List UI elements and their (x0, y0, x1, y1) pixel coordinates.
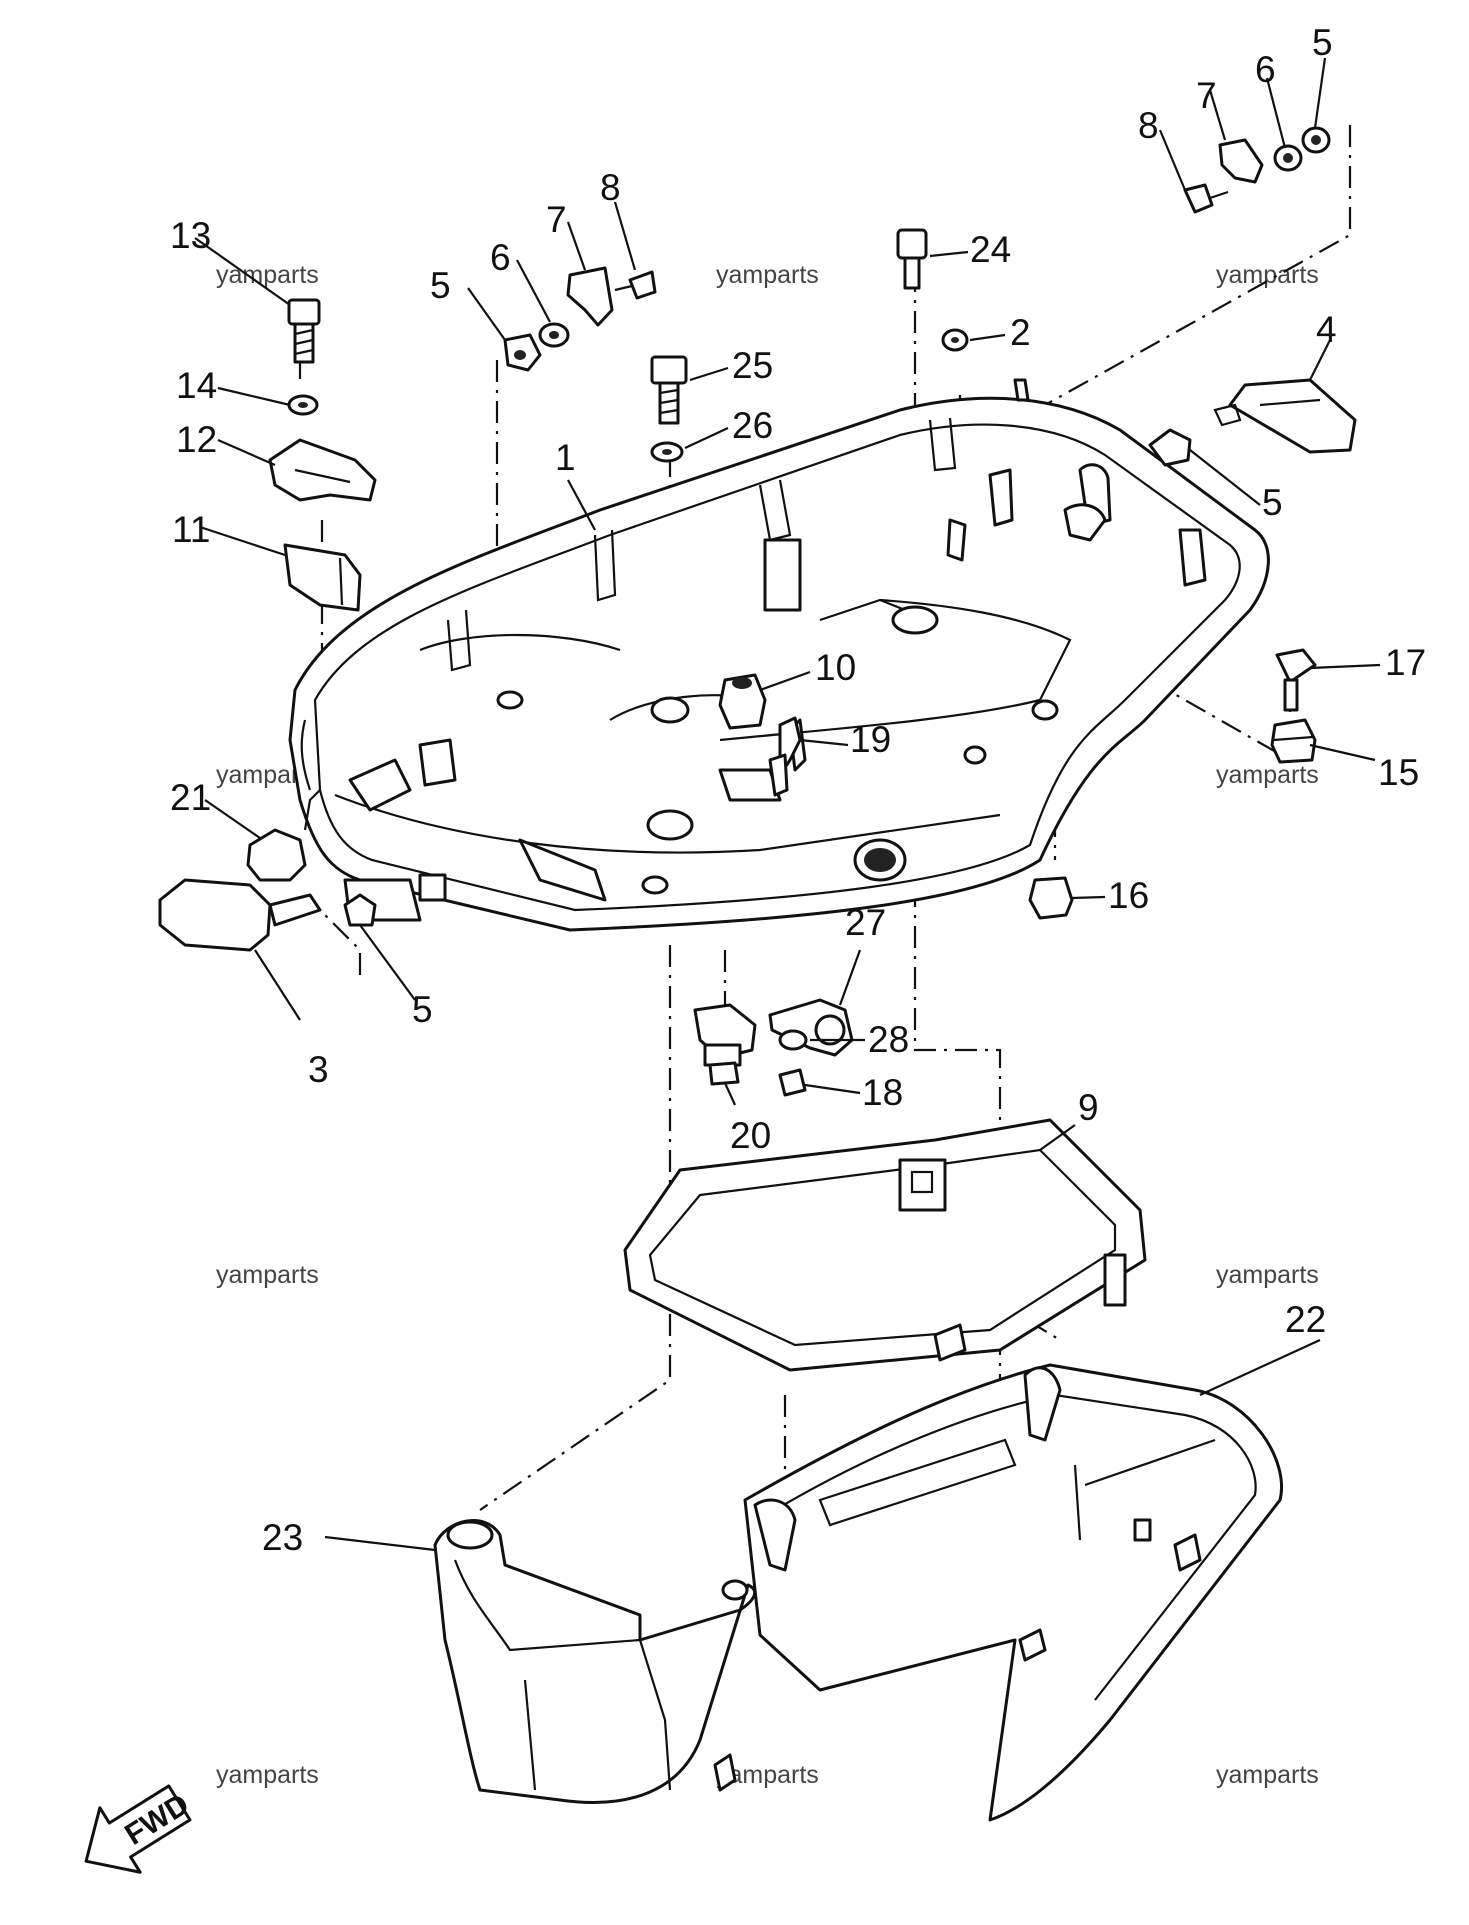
callout-2: 2 (1010, 312, 1031, 353)
watermark: yamparts (1216, 761, 1319, 789)
callout-6: 6 (1255, 49, 1276, 90)
callout-28: 28 (868, 1019, 909, 1060)
callout-24: 24 (970, 229, 1011, 270)
callout-8: 8 (1138, 105, 1159, 146)
callout-19: 19 (850, 719, 891, 760)
callout-12: 12 (176, 419, 217, 460)
bottom-cowling (288, 396, 1270, 932)
callout-6: 6 (490, 237, 511, 278)
callout-3: 3 (308, 1049, 329, 1090)
callout-11: 11 (172, 509, 210, 550)
callout-18: 18 (862, 1072, 903, 1113)
callout-23: 23 (262, 1517, 303, 1558)
watermark: yamparts (716, 261, 819, 289)
callout-16: 16 (1108, 875, 1149, 916)
callout-10: 10 (815, 647, 856, 688)
callout-5: 5 (1262, 482, 1283, 523)
callout-8: 8 (600, 167, 621, 208)
callout-25: 25 (732, 345, 773, 386)
callout-26: 26 (732, 405, 773, 446)
hardware-parts (158, 126, 1357, 1097)
watermark: yamparts (1216, 261, 1319, 289)
callout-20: 20 (730, 1115, 771, 1156)
callout-5: 5 (412, 989, 433, 1030)
fwd-arrow: FWD (84, 1784, 195, 1874)
callout-numbers: 13 14 12 11 5 6 7 8 25 26 1 24 2 8 7 6 5… (170, 22, 1426, 1558)
callout-15: 15 (1378, 752, 1419, 793)
callout-17: 17 (1385, 642, 1426, 683)
watermark: yamparts (1216, 1761, 1319, 1789)
callout-5: 5 (430, 265, 451, 306)
callout-7: 7 (546, 199, 567, 240)
callout-7: 7 (1196, 75, 1217, 116)
cover-frame (623, 1118, 1147, 1372)
callout-9: 9 (1078, 1087, 1099, 1128)
callout-21: 21 (170, 777, 211, 818)
watermark: yamparts (216, 261, 319, 289)
callout-27: 27 (845, 902, 886, 943)
callout-22: 22 (1285, 1299, 1326, 1340)
callout-4: 4 (1316, 309, 1337, 350)
side-cover-left (433, 1519, 757, 1804)
leader-lines (194, 57, 1381, 1552)
callout-14: 14 (176, 365, 217, 406)
callout-13: 13 (170, 215, 211, 256)
watermark: yamparts (216, 1761, 319, 1789)
side-cover-right (743, 1363, 1283, 1822)
watermark: yamparts (216, 1261, 319, 1289)
callout-1: 1 (555, 437, 576, 478)
watermark: yamparts (1216, 1261, 1319, 1289)
callout-5: 5 (1312, 22, 1333, 63)
